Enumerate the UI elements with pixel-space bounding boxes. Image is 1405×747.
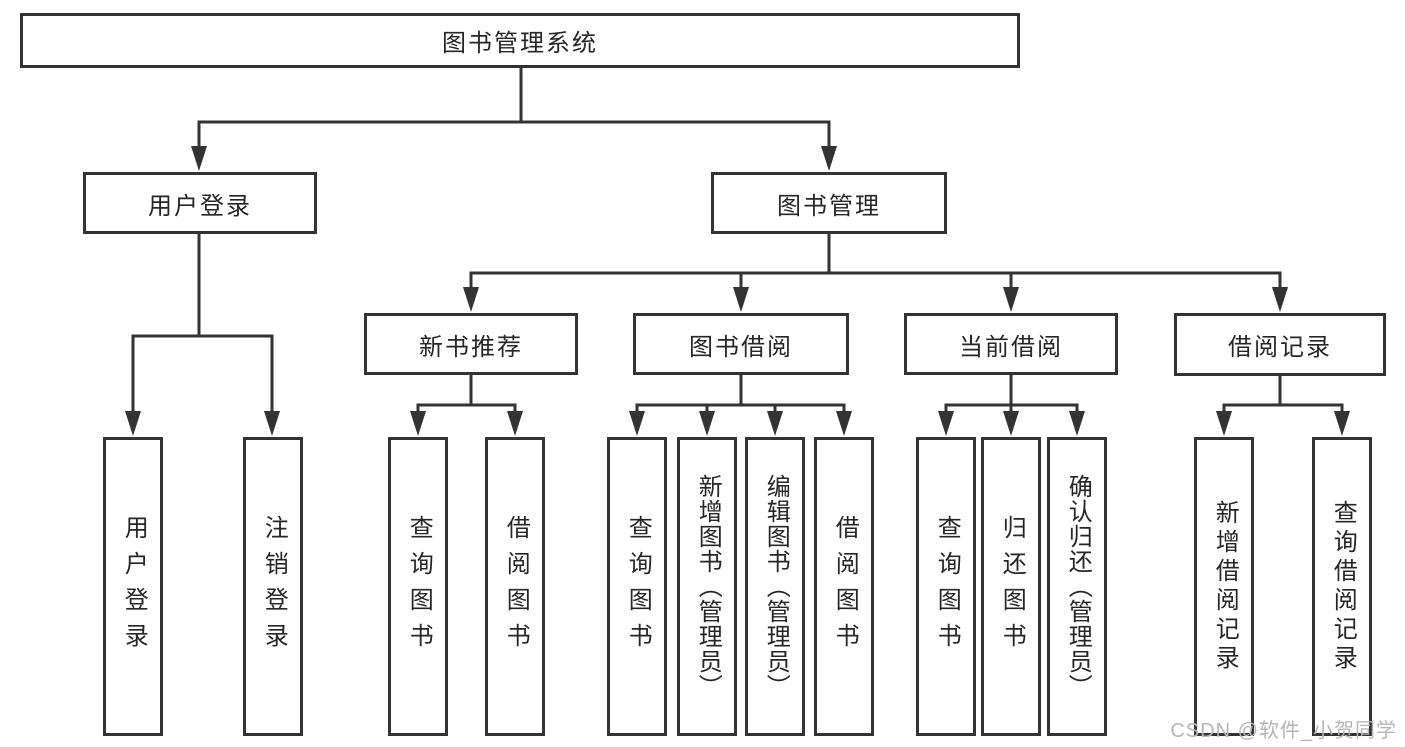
node-book-management: 图书管理 [711,172,947,234]
leaf-borrow-books-recommend: 借阅图书 [485,437,545,736]
arrow-down-icon [507,411,523,436]
leaf-query-borrow-record: 查询借阅记录 [1312,437,1372,736]
arrow-down-icon [821,146,837,171]
arrow-down-icon [191,146,207,171]
arrow-down-icon [1069,411,1085,436]
leaf-borrow-books: 借阅图书 [814,437,874,736]
arrow-down-icon [264,411,280,436]
arrow-down-icon [836,411,852,436]
leaf-add-book-admin: 新增图书（管理员） [677,437,737,736]
arrow-down-icon [767,411,783,436]
leaf-query-books-current: 查询图书 [916,437,976,736]
arrow-down-icon [463,287,479,312]
arrow-down-icon [1334,411,1350,436]
node-root: 图书管理系统 [20,13,1020,68]
node-borrow-records: 借阅记录 [1174,313,1386,376]
arrow-down-icon [1216,411,1232,436]
arrow-down-icon [410,411,426,436]
leaf-query-books-recommend: 查询图书 [388,437,448,736]
leaf-return-books: 归还图书 [981,437,1041,736]
node-user-login: 用户登录 [83,172,317,234]
leaf-edit-book-admin: 编辑图书（管理员） [745,437,805,736]
arrow-down-icon [1272,287,1288,312]
leaf-query-books-borrow: 查询图书 [607,437,667,736]
leaf-confirm-return-admin: 确认归还（管理员） [1047,437,1107,736]
node-book-borrow: 图书借阅 [633,313,849,375]
leaf-add-borrow-record: 新增借阅记录 [1194,437,1254,736]
leaf-logout: 注销登录 [243,437,303,736]
arrow-down-icon [1003,411,1019,436]
csdn-watermark: CSDN @软件_小贺同学 [1170,720,1397,742]
leaf-user-login: 用户登录 [103,437,163,736]
arrow-down-icon [629,411,645,436]
arrow-down-icon [1003,287,1019,312]
arrow-down-icon [699,411,715,436]
arrow-down-icon [733,287,749,312]
arrow-down-icon [938,411,954,436]
node-new-book-recommend: 新书推荐 [364,313,578,375]
node-current-borrow: 当前借阅 [904,313,1118,375]
arrow-down-icon [125,411,141,436]
